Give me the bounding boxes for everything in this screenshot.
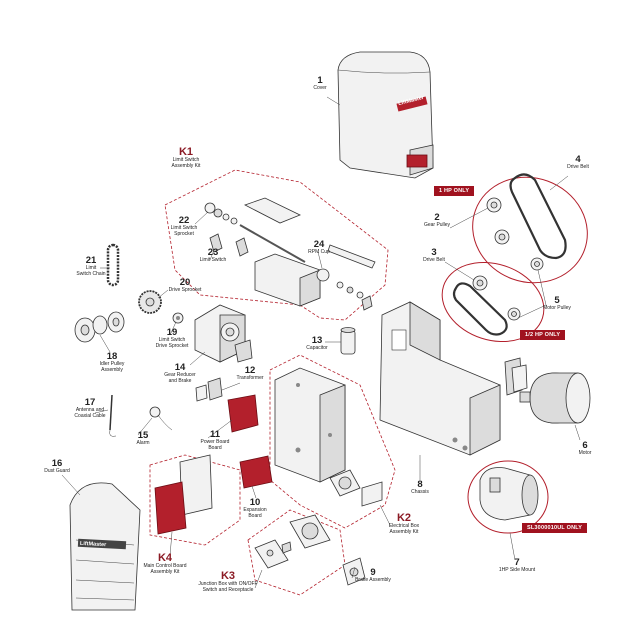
antenna-part bbox=[109, 394, 117, 437]
limit-switch-cover-plate bbox=[243, 197, 301, 224]
main-control-board-part bbox=[154, 454, 213, 535]
drive-sprocket-part bbox=[138, 290, 162, 314]
chassis-bracket bbox=[504, 357, 528, 396]
expansion-board-part bbox=[239, 455, 273, 489]
tag-half-hp-only: 1/2 HP ONLY bbox=[520, 330, 566, 340]
motor-part bbox=[519, 372, 591, 424]
dust-guard-logo: LiftMaster bbox=[80, 541, 107, 548]
hp1-callout-oval bbox=[472, 176, 588, 284]
drive-belt-1hp bbox=[509, 173, 567, 260]
electrical-box-cover bbox=[361, 481, 383, 507]
k4-kit-outline bbox=[149, 454, 241, 546]
transformer-part bbox=[195, 377, 223, 402]
limit-switch-drive-sprocket-part bbox=[172, 312, 184, 324]
limit-switch-part bbox=[209, 233, 249, 257]
hp-half-callout-oval bbox=[441, 261, 545, 343]
k1-kit-outline bbox=[164, 169, 389, 321]
idler-pulley-assembly-part bbox=[74, 311, 125, 343]
alarm-part bbox=[149, 406, 173, 431]
cover-part bbox=[337, 51, 434, 179]
rpm-cup-part bbox=[316, 244, 376, 311]
tag-sl-only: SL3000010UL ONLY bbox=[522, 523, 588, 533]
side-mount-motor-part bbox=[479, 467, 539, 521]
gear-reducer-part bbox=[194, 304, 253, 363]
capacitor-part bbox=[340, 327, 356, 355]
limit-switch-sprocket-part bbox=[204, 202, 238, 225]
drive-belt-half-hp bbox=[452, 282, 508, 336]
power-board-part bbox=[227, 394, 259, 433]
junction-box-part bbox=[254, 514, 331, 569]
k2-kit-outline bbox=[269, 354, 396, 529]
limit-switch-shaft bbox=[239, 224, 306, 263]
chassis-part bbox=[379, 301, 501, 456]
electrical-box-fan bbox=[329, 469, 361, 497]
tag-1hp-only: 1 HP ONLY bbox=[434, 186, 475, 196]
sl-callout-oval bbox=[467, 460, 549, 534]
electrical-box-part bbox=[274, 367, 346, 483]
dust-guard-part: LiftMaster bbox=[69, 482, 141, 611]
limit-switch-chain-part bbox=[106, 243, 120, 287]
